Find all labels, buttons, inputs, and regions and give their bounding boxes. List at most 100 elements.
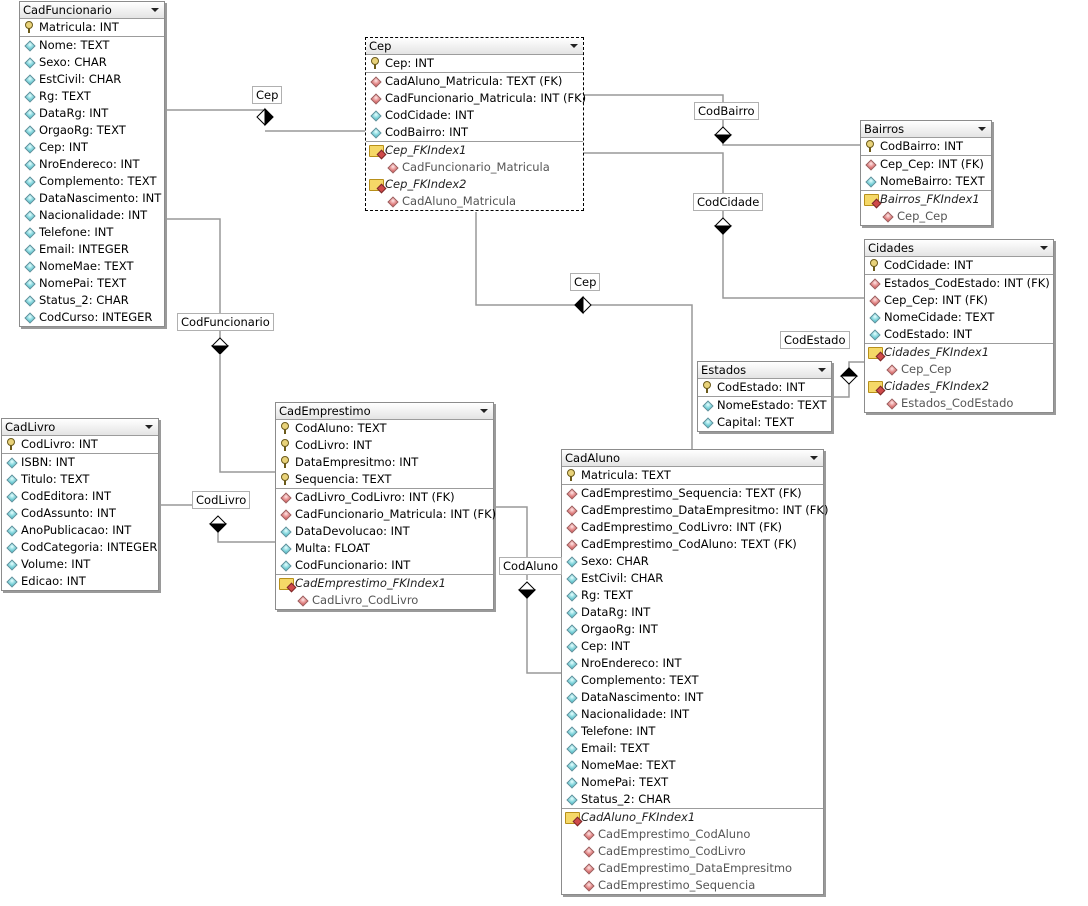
- column-row[interactable]: Nacionalidade: INT: [20, 207, 164, 224]
- index-field-row[interactable]: CadEmprestimo_DataEmpresitmo: [562, 860, 823, 877]
- column-row[interactable]: Rg: TEXT: [562, 587, 823, 604]
- column-row[interactable]: Sexo: CHAR: [562, 553, 823, 570]
- column-row[interactable]: CodAssunto: INT: [2, 505, 158, 522]
- column-row[interactable]: Rg: TEXT: [20, 88, 164, 105]
- column-row[interactable]: DataDevolucao: INT: [276, 523, 493, 540]
- column-row[interactable]: CodLivro: INT: [276, 437, 493, 454]
- column-row[interactable]: Sequencia: TEXT: [276, 471, 493, 488]
- column-row[interactable]: DataNascimento: INT: [20, 190, 164, 207]
- column-row[interactable]: OrgaoRg: INT: [562, 621, 823, 638]
- column-row[interactable]: Volume: INT: [2, 556, 158, 573]
- index-field-row[interactable]: CadFuncionario_Matricula: [366, 159, 583, 176]
- column-row[interactable]: Telefone: INT: [562, 723, 823, 740]
- rel-label-codestado[interactable]: CodEstado: [780, 331, 850, 349]
- column-row[interactable]: NomeBairro: TEXT: [861, 173, 991, 190]
- index-row[interactable]: Cep_FKIndex2: [366, 176, 583, 193]
- column-row[interactable]: Sexo: CHAR: [20, 54, 164, 71]
- column-row[interactable]: CadAluno_Matricula: TEXT (FK): [366, 73, 583, 90]
- column-row[interactable]: CodBairro: INT: [861, 138, 991, 155]
- index-field-row[interactable]: CadEmprestimo_CodAluno: [562, 826, 823, 843]
- column-row[interactable]: Cep: INT: [366, 55, 583, 72]
- table-header[interactable]: CadFuncionario: [20, 2, 164, 19]
- table-header[interactable]: Cep: [366, 38, 583, 55]
- column-row[interactable]: Edicao: INT: [2, 573, 158, 590]
- column-row[interactable]: CodFuncionario: INT: [276, 557, 493, 574]
- index-row[interactable]: Bairros_FKIndex1: [861, 191, 991, 208]
- column-row[interactable]: CadEmprestimo_Sequencia: TEXT (FK): [562, 485, 823, 502]
- index-field-row[interactable]: CadLivro_CodLivro: [276, 592, 493, 609]
- index-field-row[interactable]: Estados_CodEstado: [865, 395, 1053, 412]
- column-row[interactable]: Cep_Cep: INT (FK): [865, 292, 1053, 309]
- index-field-row[interactable]: CadAluno_Matricula: [366, 193, 583, 210]
- column-row[interactable]: Capital: TEXT: [698, 414, 831, 431]
- index-field-row[interactable]: Cep_Cep: [861, 208, 991, 225]
- column-row[interactable]: Cep: INT: [562, 638, 823, 655]
- column-row[interactable]: EstCivil: CHAR: [562, 570, 823, 587]
- column-row[interactable]: DataRg: INT: [20, 105, 164, 122]
- column-row[interactable]: CodCidade: INT: [366, 107, 583, 124]
- dropdown-arrow-icon[interactable]: [570, 44, 578, 48]
- column-row[interactable]: Status_2: CHAR: [562, 791, 823, 808]
- index-field-row[interactable]: Cep_Cep: [865, 361, 1053, 378]
- column-row[interactable]: Nacionalidade: INT: [562, 706, 823, 723]
- column-row[interactable]: NomeCidade: TEXT: [865, 309, 1053, 326]
- index-row[interactable]: CadEmprestimo_FKIndex1: [276, 575, 493, 592]
- column-row[interactable]: CodCidade: INT: [865, 257, 1053, 274]
- column-row[interactable]: Cep_Cep: INT (FK): [861, 156, 991, 173]
- column-row[interactable]: Complemento: TEXT: [20, 173, 164, 190]
- table-header[interactable]: CadLivro: [2, 419, 158, 436]
- column-row[interactable]: CadEmprestimo_CodLivro: INT (FK): [562, 519, 823, 536]
- table-header[interactable]: CadAluno: [562, 450, 823, 467]
- index-field-row[interactable]: CadEmprestimo_CodLivro: [562, 843, 823, 860]
- column-row[interactable]: NomePai: TEXT: [20, 275, 164, 292]
- dropdown-arrow-icon[interactable]: [818, 368, 826, 372]
- index-row[interactable]: Cidades_FKIndex1: [865, 344, 1053, 361]
- column-row[interactable]: NomeMae: TEXT: [20, 258, 164, 275]
- dropdown-arrow-icon[interactable]: [151, 8, 159, 12]
- dropdown-arrow-icon[interactable]: [145, 425, 153, 429]
- column-row[interactable]: NomeMae: TEXT: [562, 757, 823, 774]
- column-row[interactable]: CodCurso: INTEGER: [20, 309, 164, 326]
- rel-label-codfuncionario[interactable]: CodFuncionario: [177, 313, 274, 331]
- column-row[interactable]: AnoPublicacao: INT: [2, 522, 158, 539]
- column-row[interactable]: DataEmpresitmo: INT: [276, 454, 493, 471]
- column-row[interactable]: Nome: TEXT: [20, 37, 164, 54]
- column-row[interactable]: Matricula: TEXT: [562, 467, 823, 484]
- rel-label-cep-funcionario[interactable]: Cep: [252, 86, 283, 104]
- column-row[interactable]: Complemento: TEXT: [562, 672, 823, 689]
- rel-label-codbairro[interactable]: CodBairro: [694, 102, 759, 120]
- column-row[interactable]: CadEmprestimo_DataEmpresitmo: INT (FK): [562, 502, 828, 519]
- table-header[interactable]: Estados: [698, 362, 831, 379]
- rel-label-codaluno[interactable]: CodAluno: [499, 557, 563, 575]
- column-row[interactable]: NroEndereco: INT: [20, 156, 164, 173]
- column-row[interactable]: Titulo: TEXT: [2, 471, 158, 488]
- column-row[interactable]: CodEstado: INT: [865, 326, 1053, 343]
- column-row[interactable]: Email: TEXT: [562, 740, 823, 757]
- column-row[interactable]: Matricula: INT: [20, 19, 164, 36]
- column-row[interactable]: CadFuncionario_Matricula: INT (FK): [276, 506, 496, 523]
- index-field-row[interactable]: CadEmprestimo_Sequencia: [562, 877, 823, 894]
- column-row[interactable]: NroEndereco: INT: [562, 655, 823, 672]
- dropdown-arrow-icon[interactable]: [978, 127, 986, 131]
- index-row[interactable]: CadAluno_FKIndex1: [562, 809, 823, 826]
- index-row[interactable]: Cidades_FKIndex2: [865, 378, 1053, 395]
- column-row[interactable]: CodCategoria: INTEGER: [2, 539, 158, 556]
- column-row[interactable]: Email: INTEGER: [20, 241, 164, 258]
- dropdown-arrow-icon[interactable]: [810, 456, 818, 460]
- table-header[interactable]: Cidades: [865, 240, 1053, 257]
- column-row[interactable]: CodLivro: INT: [2, 436, 158, 453]
- column-row[interactable]: CadLivro_CodLivro: INT (FK): [276, 489, 493, 506]
- column-row[interactable]: Telefone: INT: [20, 224, 164, 241]
- table-header[interactable]: CadEmprestimo: [276, 403, 493, 420]
- column-row[interactable]: OrgaoRg: TEXT: [20, 122, 164, 139]
- rel-label-cep-aluno[interactable]: Cep: [570, 273, 601, 291]
- column-row[interactable]: CodBairro: INT: [366, 124, 583, 141]
- column-row[interactable]: ISBN: INT: [2, 454, 158, 471]
- column-row[interactable]: Multa: FLOAT: [276, 540, 493, 557]
- column-row[interactable]: Status_2: CHAR: [20, 292, 164, 309]
- column-row[interactable]: CodAluno: TEXT: [276, 420, 493, 437]
